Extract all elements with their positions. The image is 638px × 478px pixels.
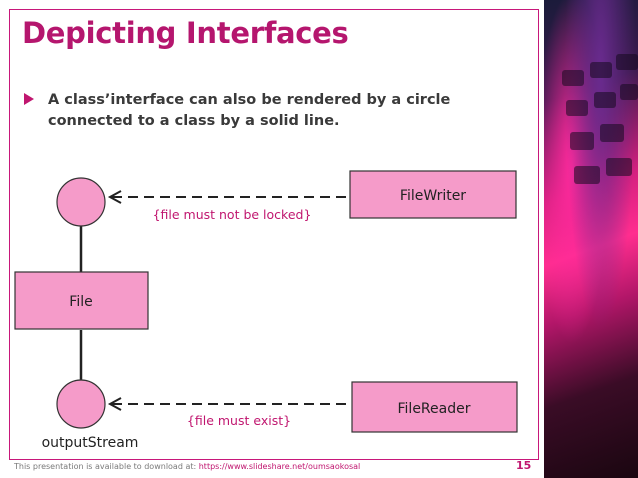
filewriter-class-label: FileWriter [400, 188, 466, 204]
keyboard-key [600, 124, 624, 142]
keyboard-key [566, 100, 588, 116]
interface-diagram: File FileWriter FileReader {file must no… [14, 170, 518, 451]
bullet-arrow-icon [24, 93, 34, 105]
footer-link[interactable]: https://www.slideshare.net/oumsaokosal [198, 462, 361, 471]
keyboard-photo [544, 0, 638, 478]
filewriter-class-box [349, 170, 517, 219]
bullet-text: A class’interface can also be rendered b… [48, 92, 451, 129]
note-top: {file must not be locked} [153, 207, 312, 222]
footer: This presentation is available to downlo… [14, 462, 360, 471]
keyboard-key [590, 62, 612, 78]
note-bottom: {file must exist} [187, 413, 291, 428]
keyboard-key [574, 166, 600, 184]
bottom-arrowhead-icon [107, 397, 122, 411]
file-class-box [14, 271, 149, 330]
page-number: 15 [516, 459, 532, 472]
keyboard-key [616, 54, 638, 70]
filereader-class-label: FileReader [398, 401, 471, 417]
keyboard-key [594, 92, 616, 108]
bottom-interface-circle [56, 379, 106, 429]
top-arrowhead-icon [107, 190, 122, 204]
slide-frame [9, 9, 539, 460]
interface-label: outputStream [42, 435, 139, 451]
slide-title: Depicting Interfaces [22, 16, 349, 50]
file-class-label: File [69, 294, 92, 310]
keyboard-key [620, 84, 638, 100]
keyboard-key [562, 70, 584, 86]
top-interface-circle [56, 177, 106, 227]
footer-text: This presentation is available to downlo… [14, 462, 199, 471]
keyboard-key [606, 158, 632, 176]
filereader-class-box [351, 381, 518, 433]
keyboard-key [570, 132, 594, 150]
